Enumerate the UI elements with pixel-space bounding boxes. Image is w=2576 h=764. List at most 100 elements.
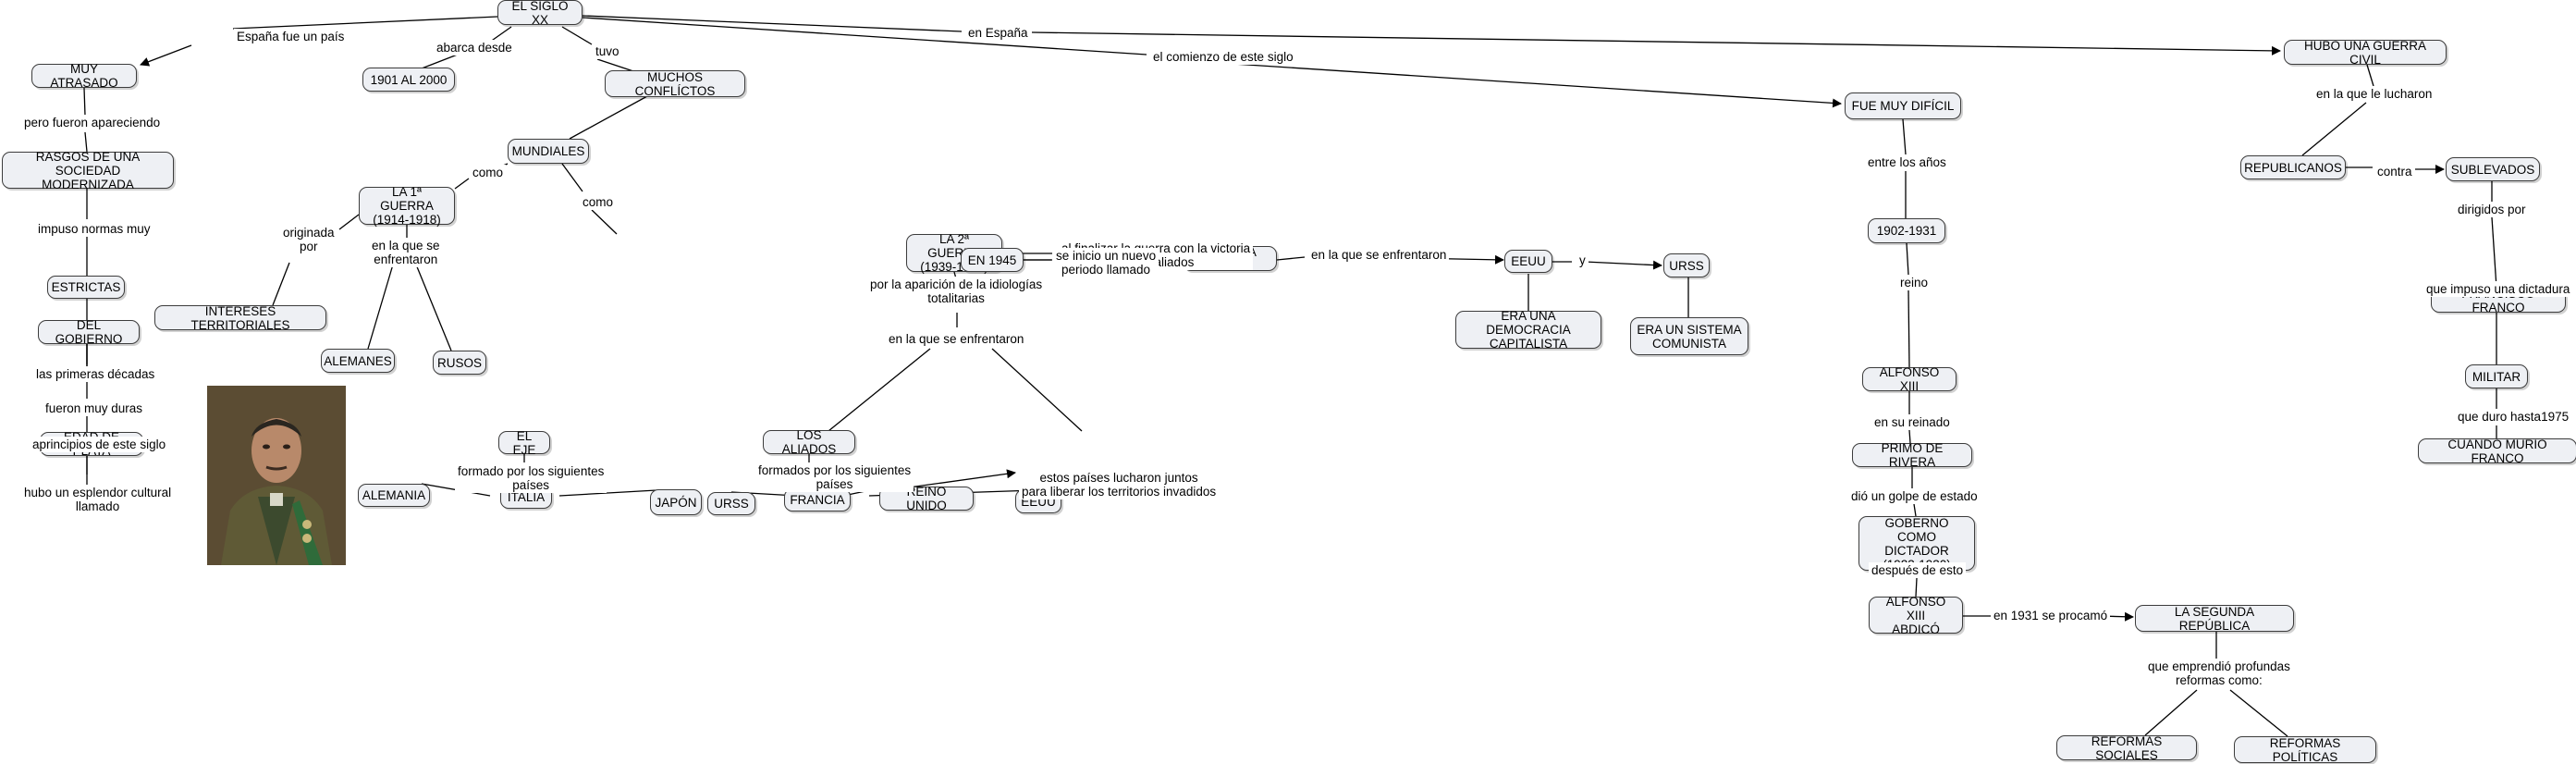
connector-0	[232, 16, 498, 30]
concept-node-rusos: RUSOS	[433, 351, 486, 375]
link-label-l_juntos: estos países lucharon juntos para libera…	[1019, 470, 1220, 499]
link-label-l_aparicion: por la aparición de la idiologías totali…	[867, 277, 1046, 306]
link-label-l_pais: España fue un país	[234, 29, 348, 44]
link-label-l_reinado: en su reinado	[1871, 414, 1953, 430]
link-label-l_hasta: que duro hasta1975	[2455, 409, 2572, 425]
connector-58	[1906, 242, 1909, 276]
concept-node-intereses: INTERESES TERRITORIALES	[154, 304, 326, 332]
concept-node-rasgos: RASGOS DE UNA SOCIEDAD MODERNIZADA	[2, 150, 174, 191]
connector-72	[2301, 102, 2367, 156]
connector-34	[991, 348, 1083, 432]
connector-5	[596, 58, 634, 72]
concept-node-civil: HUBO UNA GUERRA CIVIL	[2284, 39, 2447, 67]
concept-node-sublevados: SUBLEVADOS	[2446, 157, 2540, 181]
connector-33	[828, 348, 931, 432]
connector-50	[1276, 256, 1306, 261]
connector-29	[367, 264, 394, 350]
link-label-l_reino: reino	[1897, 275, 1932, 290]
concept-node-urss2: URSS	[707, 492, 755, 515]
connector-21	[569, 95, 648, 140]
link-label-l_formados: formados por los siguientes países	[755, 462, 914, 492]
link-label-l_emprendio: que emprendió profundas reformas como:	[2145, 659, 2293, 688]
link-label-l_dictadura: que impuso una dictadura	[2423, 281, 2573, 297]
link-label-l_pero: pero fueron apareciendo	[21, 115, 164, 130]
concept-node-urss: URSS	[1663, 253, 1710, 277]
link-label-l_enfrentaron3: en la que se enfrentaron	[1308, 247, 1450, 263]
link-label-l_dirigidos: dirigidos por	[2455, 202, 2529, 217]
concept-node-sociales: REFORMAS SOCIALES	[2056, 734, 2197, 762]
connector-70	[2229, 689, 2288, 737]
connector-6	[582, 15, 963, 32]
connector-26	[338, 214, 360, 230]
link-label-l_originada: originada por	[280, 225, 337, 254]
connector-65	[1915, 577, 1918, 598]
concept-node-estrictas: ESTRICTAS	[47, 276, 125, 299]
link-label-l_1931: en 1931 se procamó	[1991, 608, 2111, 623]
concept-node-conflictos: MUCHOS CONFLÍCTOS	[605, 70, 745, 98]
concept-node-mundiales: MUNDIALES	[508, 139, 589, 164]
concept-node-aliados: LOS ALIADOS	[763, 428, 855, 456]
link-label-l_tuvo: tuvo	[593, 43, 622, 59]
link-label-l_despues: después de esto	[1869, 562, 1967, 578]
connector-76	[2491, 216, 2497, 289]
link-label-l_espana: en España	[965, 25, 1031, 41]
link-label-l_inicio: se inicio un nuevo periodo llamado	[1053, 248, 1159, 277]
link-label-l_como2: como	[580, 194, 617, 210]
connector-25	[591, 209, 618, 235]
connector-56	[1902, 118, 1907, 155]
concept-node-dictador: GOBERNO COMO DICTADOR (1923-1930)	[1858, 516, 1975, 572]
concept-node-alemania: ALEMANIA	[358, 484, 430, 507]
link-label-l_formado: formado por los siguientes países	[455, 463, 607, 493]
concept-node-guerra1: LA 1ª GUERRA (1914-1918)	[359, 185, 455, 227]
concept-node-dificil: FUE MUY DIFÍCIL	[1845, 92, 1961, 119]
connector-61	[1908, 429, 1911, 444]
link-label-l_y: y	[1576, 253, 1589, 268]
concept-node-gobierno: DEL GOBIERNO	[38, 318, 140, 346]
concept-node-eje: EL EJE	[498, 429, 550, 457]
connector-59	[1907, 290, 1910, 368]
link-label-l_esplendor: hubo un esplendor cultural llamado	[21, 485, 175, 514]
link-label-l_impuso: impuso normas muy	[35, 221, 153, 237]
portrait-photo	[207, 386, 346, 565]
connector-63	[1913, 503, 1917, 517]
concept-node-abdico: ALFONSO XIII ABDICÓ	[1869, 595, 1963, 636]
connector-11	[84, 131, 88, 153]
connector-30	[415, 264, 452, 351]
connector-38	[558, 489, 657, 497]
concept-node-primo: PRIMO DE RIVERA	[1852, 441, 1972, 469]
link-label-l_primeras: las primeras décadas	[33, 366, 158, 382]
concept-node-reino: REINO UNIDO	[879, 485, 974, 512]
connector-10	[83, 87, 86, 117]
concept-node-republica: LA SEGUNDA REPÚBLICA	[2135, 605, 2294, 633]
link-label-l_principios: aprincipios de este siglo	[30, 437, 169, 452]
connector-1	[140, 44, 192, 67]
concept-node-republicanos: REPUBLICANOS	[2240, 155, 2346, 179]
concept-node-murio: CUANDO MURIO FRANCO	[2418, 437, 2576, 465]
concept-node-siglo: EL SIGLO XX	[497, 0, 583, 27]
connector-9	[1232, 63, 1842, 108]
concept-node-alemanes: ALEMANES	[321, 349, 395, 373]
concept-node-politicas: REFORMAS POLÍTICAS	[2234, 736, 2376, 764]
concept-node-atrasado: MUY ATRASADO	[31, 62, 137, 90]
concept-node-en1945: EN 1945	[961, 248, 1024, 272]
link-label-l_abarca: abarca desde	[434, 40, 515, 55]
link-label-l_enfrentaron2: en la que se enfrentaron	[886, 331, 1027, 347]
concept-node-democracia: ERA UNA DEMOCRACIA CAPITALISTA	[1455, 309, 1601, 351]
link-label-l_enfrentaron1: en la que se enfrentaron	[369, 238, 443, 267]
link-label-l_comienzo: el comienzo de este siglo	[1150, 49, 1296, 65]
concept-node-francia: FRANCIA	[784, 488, 851, 511]
concept-node-militar: MILITAR	[2465, 364, 2528, 388]
connector-44	[908, 469, 1016, 488]
link-label-l_duras: fueron muy duras	[43, 400, 146, 416]
concept-node-n1902: 1902-1931	[1868, 218, 1945, 243]
connector-8	[582, 17, 1147, 55]
link-label-l_lucharon: en la que le lucharon	[2313, 86, 2435, 102]
connector-23	[454, 178, 470, 190]
connector-24	[561, 163, 583, 192]
connector-71	[2366, 64, 2374, 87]
connector-27	[272, 262, 290, 306]
link-label-l_contra: contra	[2374, 164, 2415, 179]
portrait-photo-figure	[207, 386, 346, 565]
